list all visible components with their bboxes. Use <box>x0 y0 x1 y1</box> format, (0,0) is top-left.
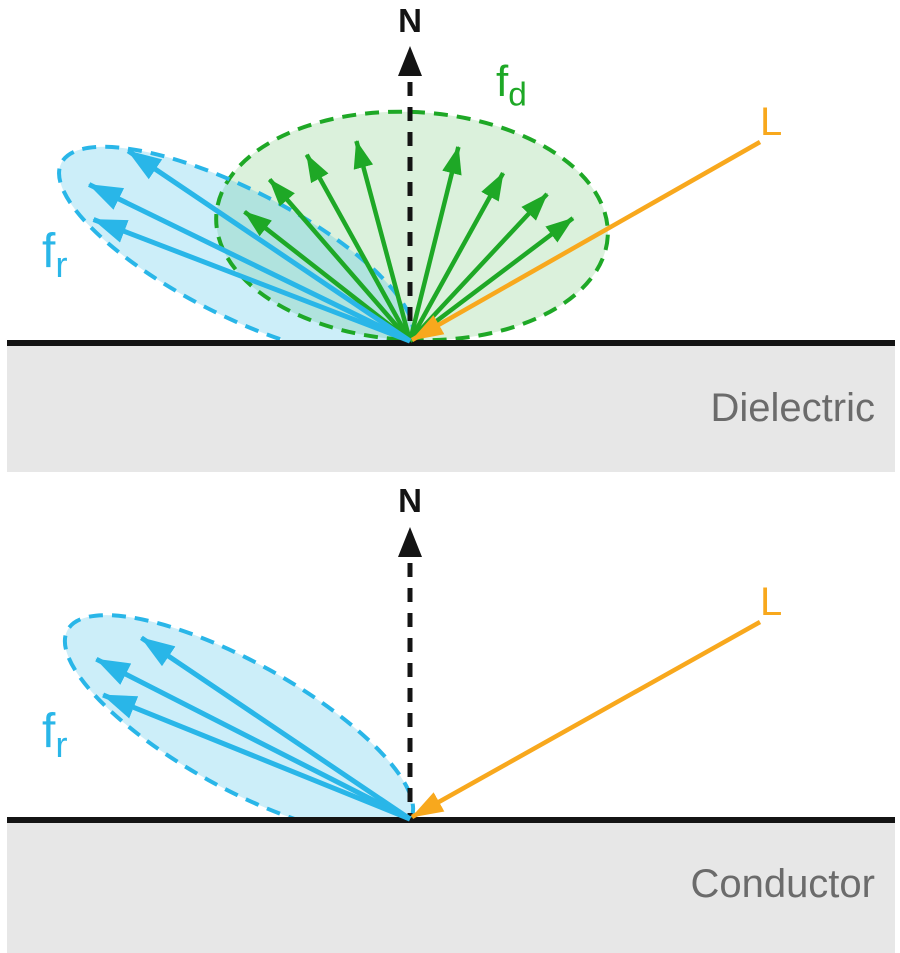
specular-lobe-border <box>57 144 415 340</box>
specular-arrow <box>126 148 412 344</box>
surface-label-dielectric: Dielectric <box>710 386 875 430</box>
diffuse-arrow <box>267 178 412 343</box>
diffuse-lobe-label: fd <box>496 60 527 112</box>
specular-lobe-border <box>62 613 416 817</box>
surface-label-conductor: Conductor <box>690 862 875 906</box>
dielectric-diagram <box>7 46 895 472</box>
specular-lobe-label-conductor: fr <box>42 708 68 764</box>
fr-bottom-base: f <box>42 705 56 758</box>
fr-top-base: f <box>42 225 56 278</box>
specular-arrow <box>88 182 412 344</box>
fr-top-sub: r <box>55 244 68 286</box>
conductor-surface-line <box>7 817 895 823</box>
incident-light-ray <box>410 140 762 342</box>
specular-arrow <box>95 656 412 822</box>
diffuse-arrow <box>353 140 413 342</box>
fd-sub: d <box>508 76 527 114</box>
specular-lobe-label-dielectric: fr <box>42 228 68 284</box>
fr-bottom-sub: r <box>55 724 68 766</box>
dielectric-surface <box>7 346 895 472</box>
incident-light-ray <box>410 620 762 819</box>
fd-base: f <box>496 57 509 106</box>
diffuse-arrow <box>304 153 412 343</box>
specular-arrow <box>92 217 411 344</box>
light-label-dielectric: L <box>760 100 783 144</box>
normal-label-conductor: N <box>398 482 422 519</box>
normal-label-dielectric: N <box>398 2 422 39</box>
normal-arrowhead <box>398 46 422 76</box>
specular-lobe-fill <box>64 615 414 817</box>
diffuse-arrow <box>408 171 506 343</box>
conductor-surface <box>7 823 895 953</box>
conductor-lobes <box>62 613 416 817</box>
specular-arrow <box>102 692 411 822</box>
specular-lobe-fill <box>59 146 413 340</box>
light-label-conductor: L <box>760 580 783 624</box>
specular-arrow <box>139 635 412 822</box>
dielectric-surface-line <box>7 340 895 346</box>
conductor-diagram <box>7 527 895 953</box>
normal-arrowhead <box>398 527 422 557</box>
diffuse-arrow <box>407 145 462 342</box>
diffuse-lobe-border <box>214 109 610 340</box>
